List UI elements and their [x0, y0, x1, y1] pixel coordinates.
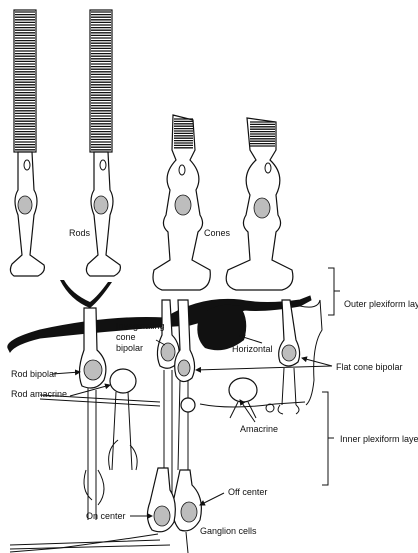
rod-bipolar-cell [79, 308, 105, 520]
cone-cell-left [153, 115, 210, 290]
invaginating-label-line1: Invaginating [116, 321, 165, 331]
on-center-label: On center [86, 511, 126, 521]
flat-cone-bipolar-cell [278, 300, 300, 414]
off-center-ganglion-cell [173, 470, 202, 553]
ganglion-cells-label: Ganglion cells [200, 526, 257, 536]
inner-plexiform-bracket [322, 392, 334, 485]
on-center-ganglion-cell [10, 468, 175, 552]
invaginating-label-line2: cone [116, 332, 136, 342]
cone-cell-right [226, 118, 293, 290]
rod-cell-left [10, 10, 44, 276]
invaginating-label-line3: bipolar [116, 343, 143, 353]
rod-bipolar-dendrite [60, 280, 112, 308]
amacrine-label: Amacrine [240, 424, 278, 434]
outer-plexiform-label: Outer plexiform layer [344, 299, 418, 309]
rod-bipolar-label: Rod bipolar [11, 369, 57, 379]
amacrine-cell [200, 378, 305, 418]
flat-cone-bipolar-label: Flat cone bipolar [336, 362, 403, 372]
rod-amacrine-label: Rod amacrine [11, 389, 67, 399]
horizontal-label: Horizontal [232, 344, 273, 354]
ganglion-axons [10, 540, 170, 549]
rod-cell-right [86, 10, 120, 276]
cones-label: Cones [204, 228, 230, 238]
off-center-label: Off center [228, 487, 267, 497]
rods-label: Rods [69, 228, 90, 238]
inner-plexiform-label: Inner plexiform layer [340, 434, 418, 444]
right-bipolar-dendrite [300, 300, 322, 405]
outer-plexiform-bracket [328, 268, 340, 315]
